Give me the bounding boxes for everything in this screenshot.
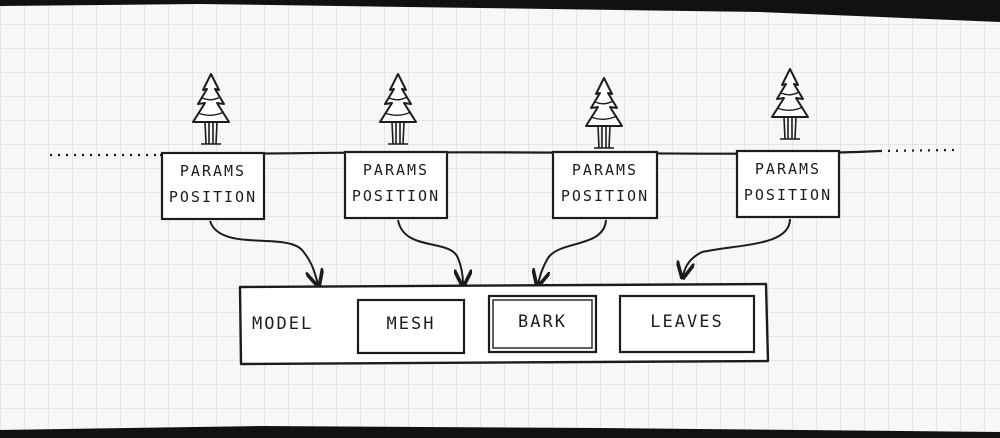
arrow-card1-to-mesh (209, 220, 318, 284)
arrow-card4-to-leaves (683, 218, 791, 276)
instance-card-2 (343, 150, 449, 220)
bark-box (487, 294, 598, 354)
params-label: Params (362, 161, 430, 179)
arrow-card3-to-bark (538, 219, 607, 284)
mesh-box (356, 298, 466, 355)
paper-edge-bottom (0, 426, 1000, 438)
bark-box-inner (492, 299, 593, 349)
instance-card-4 (735, 149, 841, 219)
instance-card-1 (160, 151, 266, 221)
position-label: Position (351, 187, 441, 205)
position-label: Position (168, 188, 258, 206)
leaves-label: Leaves (650, 312, 724, 332)
mesh-label: Mesh (386, 314, 436, 334)
instance-card-2-labels: Params Position (345, 157, 447, 209)
params-label: Params (571, 161, 639, 179)
instance-card-3-labels: Params Position (553, 157, 657, 209)
arrow-card2-to-mesh (397, 219, 463, 284)
params-label: Params (179, 162, 247, 180)
model-label: Model (252, 314, 314, 334)
instance-card-1-labels: Params Position (162, 158, 264, 210)
instance-card-3 (551, 150, 659, 220)
position-label: Position (743, 186, 833, 204)
position-label: Position (560, 187, 650, 205)
bark-label: Bark (518, 312, 567, 332)
paper-edge-top (0, 0, 1000, 22)
params-label: Params (754, 160, 822, 178)
instance-card-4-labels: Params Position (737, 156, 839, 208)
leaves-box (618, 294, 756, 354)
